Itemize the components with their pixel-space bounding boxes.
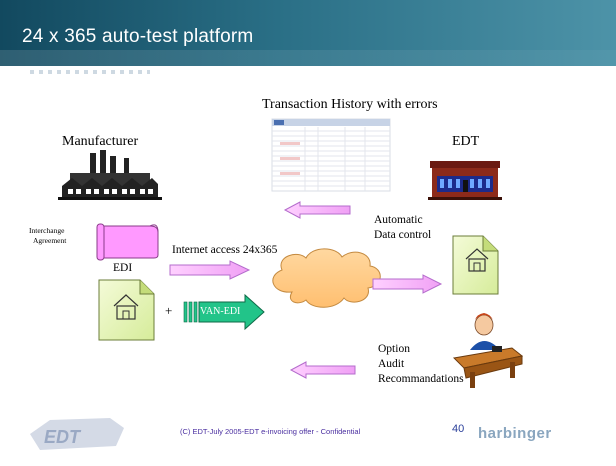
interchange-agreement-scroll-icon xyxy=(96,223,159,261)
automatic-label: Automatic xyxy=(374,214,423,226)
interchange-label: Interchange xyxy=(29,226,65,235)
edt-logo: EDT xyxy=(30,418,124,450)
data-control-label: Data control xyxy=(374,229,432,241)
svg-text:EDT: EDT xyxy=(44,427,82,447)
consultant-at-desk-icon xyxy=(452,313,524,388)
van-edi-arrow xyxy=(183,293,265,331)
recommandations-label: Recommandations xyxy=(378,373,464,385)
edi-label: EDI xyxy=(113,262,133,274)
arrow-audit-return xyxy=(289,361,356,379)
page-number: 40 xyxy=(452,423,465,435)
edi-document-icon xyxy=(98,279,155,341)
audit-label: Audit xyxy=(378,358,405,370)
transaction-history-label: Transaction History with errors xyxy=(262,97,438,112)
internet-access-label: Internet access 24x365 xyxy=(172,244,278,256)
transaction-history-table-image xyxy=(271,118,391,192)
data-control-document-icon xyxy=(452,235,499,295)
option-label: Option xyxy=(378,343,410,355)
title-decoration xyxy=(30,70,150,74)
arrow-internet-access xyxy=(169,260,251,280)
edt-label: EDT xyxy=(452,134,480,149)
slide-title: 24 x 365 auto-test platform xyxy=(22,26,254,47)
factory-icon xyxy=(58,150,162,200)
arrow-cloud-to-data-control xyxy=(372,274,443,294)
shop-building-icon xyxy=(428,161,502,200)
footer-copyright: (C) EDT-July 2005-EDT e-invoicing offer … xyxy=(180,427,361,436)
agreement-label: Agreement xyxy=(33,236,67,245)
manufacturer-label: Manufacturer xyxy=(62,134,139,149)
van-edi-label: VAN-EDI xyxy=(200,306,241,317)
title-bar: 24 x 365 auto-test platform xyxy=(0,0,616,66)
harbinger-logo: harbinger xyxy=(478,425,552,442)
plus-sign: + xyxy=(165,303,173,318)
arrow-edt-to-history xyxy=(283,201,351,219)
internet-cloud-icon xyxy=(272,248,381,308)
